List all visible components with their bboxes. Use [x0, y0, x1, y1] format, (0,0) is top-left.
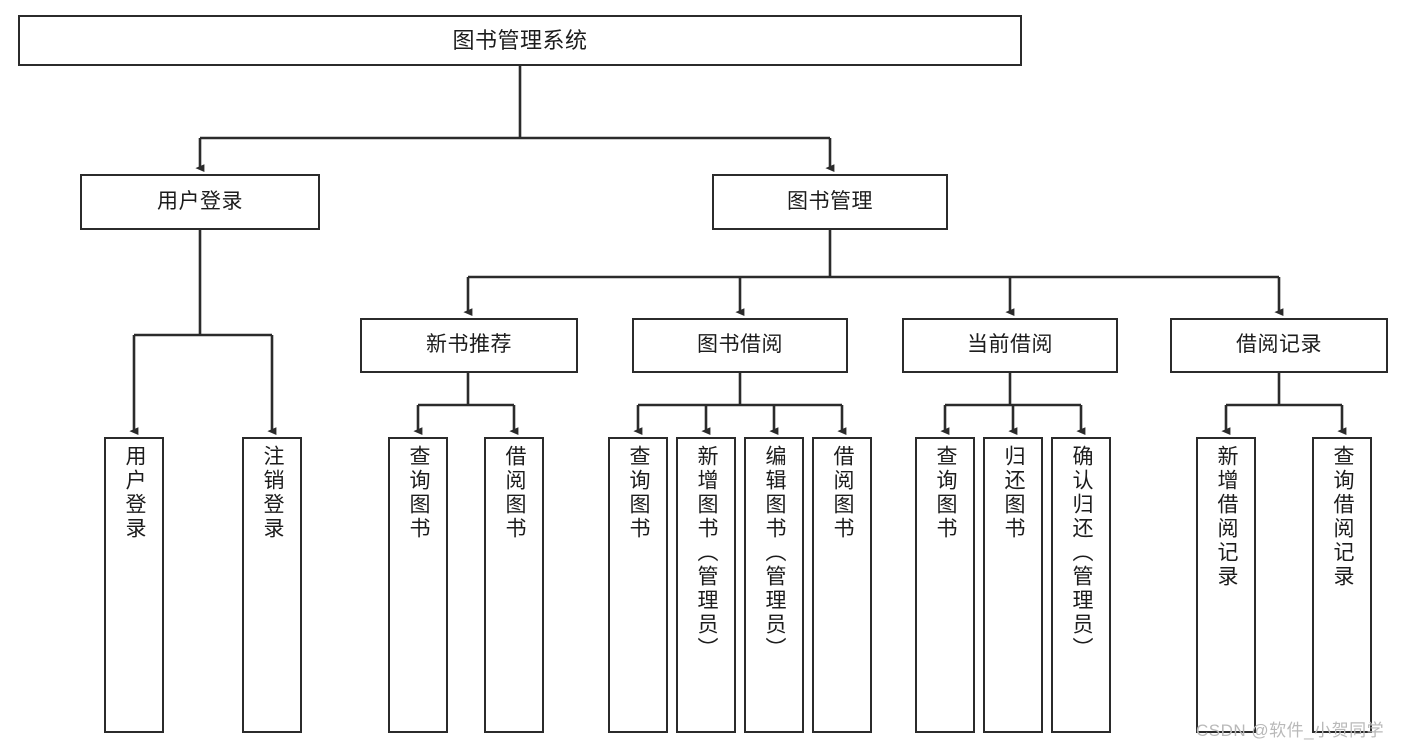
node-book-borrow-label: 图书借阅 [697, 333, 783, 357]
edge-group-new-book-rec [413, 373, 519, 436]
node-leaf-cb-confirm-label: 确认归还（管理员） [1070, 445, 1094, 661]
node-user-login[interactable]: 用户登录 [80, 174, 320, 230]
node-leaf-bb-query-label: 查询图书 [627, 445, 651, 541]
node-leaf-user-login-label: 用户登录 [123, 445, 147, 541]
node-leaf-cb-confirm[interactable]: 确认归还（管理员） [1051, 437, 1111, 733]
node-leaf-rec-borrow[interactable]: 借阅图书 [484, 437, 544, 733]
node-leaf-user-logout-label: 注销登录 [261, 445, 285, 541]
node-new-book-rec[interactable]: 新书推荐 [360, 318, 578, 373]
node-leaf-cb-query-label: 查询图书 [934, 445, 958, 541]
node-leaf-br-add-label: 新增借阅记录 [1215, 445, 1239, 589]
node-leaf-br-query[interactable]: 查询借阅记录 [1312, 437, 1372, 733]
node-leaf-bb-borrow-label: 借阅图书 [831, 445, 855, 541]
node-leaf-cb-query[interactable]: 查询图书 [915, 437, 975, 733]
edge-group-borrow-record [1221, 373, 1347, 436]
node-leaf-user-login[interactable]: 用户登录 [104, 437, 164, 733]
node-leaf-bb-borrow[interactable]: 借阅图书 [812, 437, 872, 733]
node-leaf-rec-query[interactable]: 查询图书 [388, 437, 448, 733]
node-leaf-br-add[interactable]: 新增借阅记录 [1196, 437, 1256, 733]
node-root[interactable]: 图书管理系统 [18, 15, 1022, 66]
node-leaf-bb-edit-label: 编辑图书（管理员） [763, 445, 787, 661]
node-current-borrow-label: 当前借阅 [967, 333, 1053, 357]
node-leaf-bb-edit[interactable]: 编辑图书（管理员） [744, 437, 804, 733]
csdn-watermark: CSDN @软件_小贺同学 [1196, 721, 1385, 740]
node-book-borrow[interactable]: 图书借阅 [632, 318, 848, 373]
node-leaf-br-query-label: 查询借阅记录 [1331, 445, 1355, 589]
node-leaf-bb-add-label: 新增图书（管理员） [695, 445, 719, 661]
node-leaf-rec-query-label: 查询图书 [407, 445, 431, 541]
node-borrow-record-label: 借阅记录 [1236, 333, 1322, 357]
node-leaf-user-logout[interactable]: 注销登录 [242, 437, 302, 733]
node-leaf-bb-query[interactable]: 查询图书 [608, 437, 668, 733]
edge-group-book-manage [463, 230, 1284, 317]
node-leaf-bb-add[interactable]: 新增图书（管理员） [676, 437, 736, 733]
node-borrow-record[interactable]: 借阅记录 [1170, 318, 1388, 373]
node-current-borrow[interactable]: 当前借阅 [902, 318, 1118, 373]
node-root-label: 图书管理系统 [452, 27, 588, 53]
node-user-login-label: 用户登录 [157, 189, 243, 213]
node-new-book-rec-label: 新书推荐 [426, 333, 512, 357]
edge-group-book-borrow [633, 373, 847, 436]
edge-group-root [195, 66, 835, 173]
node-book-manage[interactable]: 图书管理 [712, 174, 948, 230]
node-book-manage-label: 图书管理 [787, 189, 873, 213]
node-leaf-rec-borrow-label: 借阅图书 [503, 445, 527, 541]
edge-group-user-login [129, 230, 277, 436]
node-leaf-cb-return-label: 归还图书 [1002, 445, 1026, 541]
edge-group-current-borrow [940, 373, 1086, 436]
node-leaf-cb-return[interactable]: 归还图书 [983, 437, 1043, 733]
